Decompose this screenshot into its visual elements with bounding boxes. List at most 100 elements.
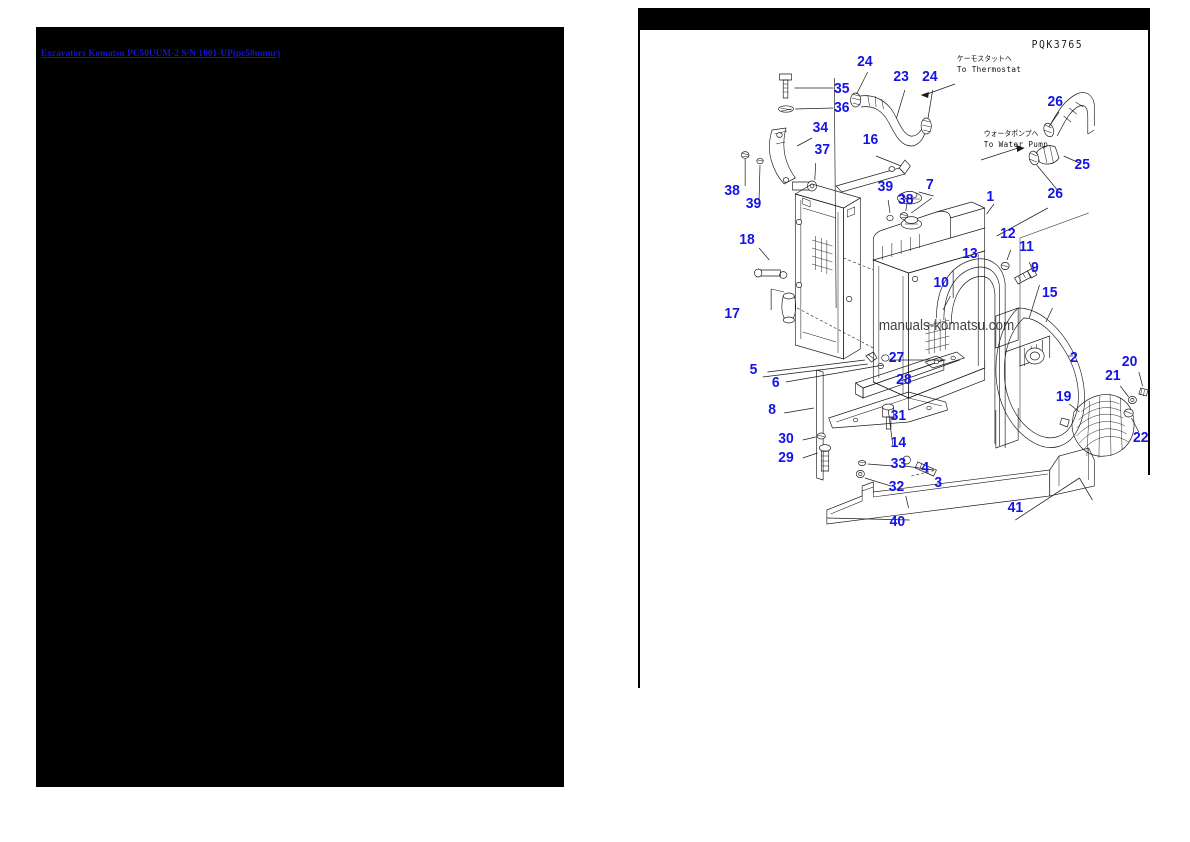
left-page: Excavators Komatsu PC50UUM-2 S/N 1001-UP… — [36, 27, 564, 787]
callout-number: 41 — [1008, 500, 1023, 517]
clip-5 — [762, 351, 878, 378]
callout-number: 22 — [1133, 430, 1148, 447]
callout-number: 36 — [834, 100, 849, 117]
mount-plate-14 — [828, 391, 948, 446]
document-title-link[interactable]: Excavators Komatsu PC50UUM-2 S/N 1001-UP… — [41, 48, 281, 58]
callout-number: 26 — [1048, 94, 1063, 111]
radiator-assembly-drawing: PQK3765 ケーモスタットヘ To Thermostat ウォータポンプヘ … — [724, 40, 1149, 531]
fastener-39-right — [886, 199, 894, 222]
callout-number: 29 — [778, 450, 793, 467]
cooling-fan-19 — [1059, 393, 1135, 459]
nut-21 — [1120, 385, 1137, 404]
svg-text:ウォータポンプヘ: ウォータポンプヘ — [984, 129, 1039, 138]
callout-number: 27 — [889, 350, 904, 367]
radiator-main — [872, 191, 995, 411]
support-bar-3 — [826, 469, 1051, 525]
callout-number: 26 — [1048, 186, 1063, 203]
callout-number: 35 — [834, 81, 849, 98]
washer-30 — [802, 432, 826, 441]
callout-number: 30 — [778, 431, 793, 448]
side-rail-8 — [784, 369, 824, 481]
bolt-11 — [1013, 261, 1038, 285]
callout-number: 25 — [1074, 157, 1089, 174]
callout-number: 31 — [891, 408, 906, 425]
callout-number: 14 — [891, 435, 906, 452]
callout-number: 6 — [772, 375, 780, 392]
clip-6 — [785, 354, 890, 383]
callout-number: 16 — [863, 132, 878, 149]
pipe-17 — [770, 288, 796, 324]
callout-number: 28 — [896, 372, 911, 389]
callout-number: 20 — [1122, 354, 1137, 371]
callout-number: 24 — [922, 69, 937, 86]
part-number-label: PQK3765 — [1032, 40, 1083, 51]
callout-number: 11 — [1019, 239, 1034, 256]
bolt-4 — [902, 455, 937, 477]
right-page: PQK3765 ケーモスタットヘ To Thermostat ウォータポンプヘ … — [595, 0, 1190, 842]
construction-lines — [797, 212, 1089, 477]
bracket-34 — [769, 127, 813, 185]
bolt-20 — [1138, 371, 1149, 397]
callout-number: 9 — [1031, 260, 1039, 277]
fastener-39-left — [756, 157, 764, 201]
callout-number: 3 — [934, 475, 942, 492]
washer-12 — [1000, 249, 1012, 270]
callout-number-layer: 3536343716383939381817715682728313029143… — [724, 54, 1148, 531]
washer-36 — [778, 105, 834, 113]
callout-number: 8 — [768, 402, 776, 419]
spacer-22 — [1123, 408, 1140, 433]
callout-number: 21 — [1105, 368, 1120, 385]
leader-40 — [826, 517, 910, 521]
annotation-waterpump: ウォータポンプヘ To Water Pump — [980, 129, 1048, 161]
callout-number: 39 — [878, 179, 893, 196]
callout-number: 19 — [1056, 389, 1071, 406]
lower-hose-assembly — [996, 92, 1095, 237]
callout-number: 33 — [891, 456, 906, 473]
annotation-thermostat: ケーモスタットヘ To Thermostat — [920, 54, 1021, 98]
nut-33 — [858, 460, 893, 467]
callout-number: 2 — [1070, 350, 1078, 367]
callout-number: 7 — [926, 177, 934, 194]
callout-number: 18 — [739, 232, 754, 249]
black-content-panel — [36, 27, 564, 787]
callout-number: 39 — [746, 196, 761, 213]
bolt-18 — [754, 247, 788, 279]
svg-text:To Thermostat: To Thermostat — [957, 65, 1021, 74]
callout-number: 38 — [724, 183, 739, 200]
watermark-text: manuals-komatsu.com — [879, 317, 1014, 334]
callout-number: 23 — [893, 69, 908, 86]
callout-number: 34 — [813, 120, 828, 137]
callout-number: 12 — [1000, 226, 1015, 243]
callout-number: 37 — [814, 142, 829, 159]
callout-number: 32 — [889, 479, 904, 496]
callout-number: 17 — [724, 306, 739, 323]
fastener-38-right — [899, 197, 909, 220]
callout-number: 15 — [1042, 285, 1057, 302]
bracket-41 — [1015, 447, 1095, 521]
plate-28 — [897, 351, 965, 383]
fan-shroud — [936, 258, 1085, 449]
bolt-31 — [882, 403, 896, 430]
pin-37 — [792, 162, 817, 192]
parts-diagram: PQK3765 ケーモスタットヘ To Thermostat ウォータポンプヘ … — [630, 8, 1150, 688]
nut-32 — [855, 470, 892, 487]
callout-number: 1 — [986, 189, 994, 206]
bracket-27 — [854, 355, 946, 399]
oil-cooler-core — [794, 155, 911, 360]
callout-number: 10 — [933, 275, 948, 292]
diagram-top-bar — [638, 8, 1150, 30]
callout-number: 24 — [857, 54, 872, 71]
callout-number: 4 — [921, 460, 929, 477]
diagram-left-border — [638, 30, 640, 688]
diagram-right-border — [1148, 30, 1150, 475]
callout-number: 40 — [890, 514, 905, 531]
bolt-29 — [802, 444, 831, 472]
bolt-35 — [779, 73, 834, 99]
fastener-38-left — [740, 151, 750, 186]
svg-text:ケーモスタットヘ: ケーモスタットヘ — [957, 54, 1012, 63]
svg-text:To Water Pump: To Water Pump — [984, 140, 1048, 149]
callout-number: 13 — [962, 246, 977, 263]
callout-number: 38 — [898, 192, 913, 209]
upper-hose-assembly — [833, 71, 934, 309]
